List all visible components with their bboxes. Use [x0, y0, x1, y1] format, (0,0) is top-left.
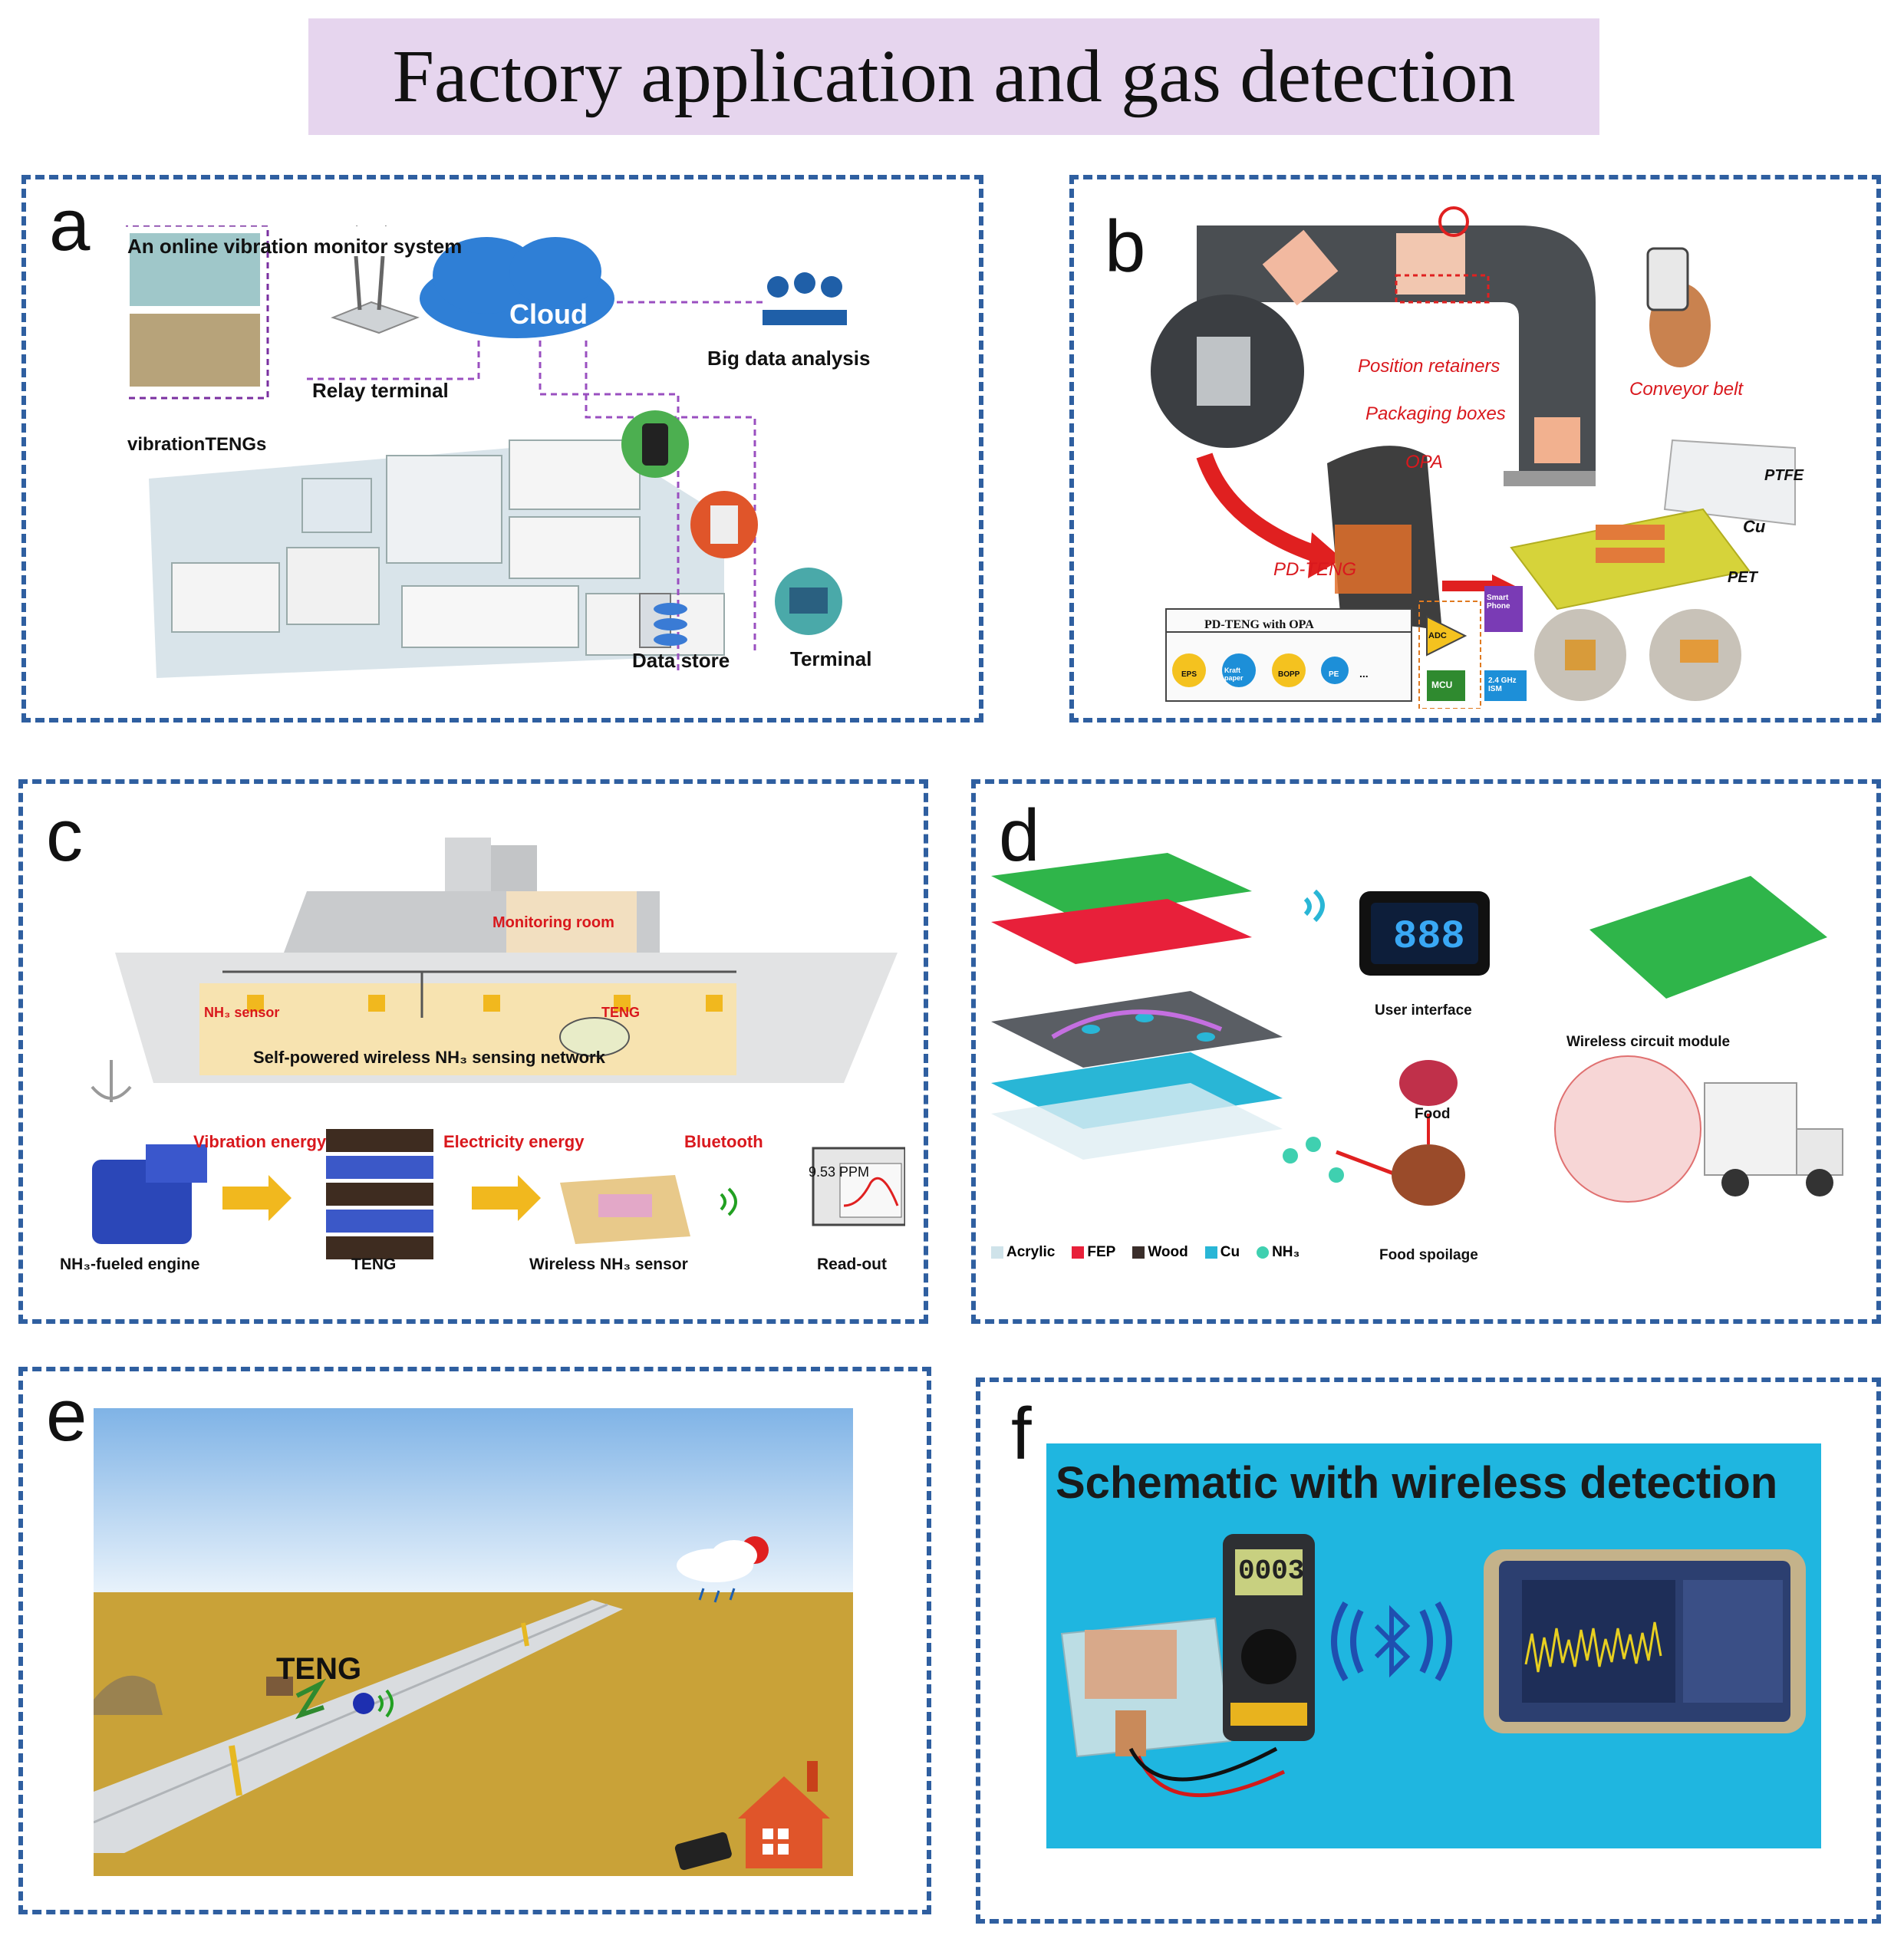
sun-cloud-icon — [677, 1536, 769, 1603]
circuit-title: PD-TENG with OPA — [1204, 618, 1314, 631]
panel-d: d 888 User interface — [971, 779, 1881, 1324]
panel-f: f Schematic with wireless detection — [976, 1378, 1881, 1924]
panel-b-letter: b — [1105, 206, 1146, 288]
wireless-module-label: Wireless circuit module — [1566, 1034, 1731, 1050]
teng-label-c: TENG — [351, 1256, 397, 1273]
opa-label: OPA — [1405, 452, 1443, 472]
phone-icon — [674, 1832, 732, 1871]
ppm-readout: 9.53 PPM — [809, 1164, 870, 1180]
panel-c-letter: c — [46, 795, 83, 877]
food-spoilage-label: Food spoilage — [1379, 1247, 1478, 1263]
panel-f-heading: Schematic with wireless detection — [1056, 1458, 1778, 1508]
cloud-label: Cloud — [509, 298, 588, 330]
arrow-icon — [222, 1175, 292, 1221]
packaging-boxes-label: Packaging boxes — [1365, 403, 1506, 424]
panel-e: e — [18, 1367, 931, 1914]
material-pe: PE — [1329, 670, 1339, 679]
terminal-label: Terminal — [790, 647, 872, 670]
material-eps: EPS — [1181, 670, 1197, 679]
wifi-icon — [1303, 889, 1325, 923]
ship-illustration — [91, 838, 905, 1259]
conveyor-belt-label: Conveyor belt — [1629, 379, 1744, 400]
photo-frame: Schematic with wireless detection — [1046, 1443, 1821, 1848]
material-kraft: Kraft paper — [1224, 667, 1244, 682]
nh3-sensor-label: NH₃ sensor — [204, 1005, 280, 1020]
page-title: Factory application and gas detection — [392, 35, 1516, 118]
system-title: An online vibration monitor system — [127, 235, 463, 258]
legend: Acrylic FEP Wood Cu NH₃ — [991, 1244, 1300, 1261]
position-retainers-label: Position retainers — [1358, 356, 1500, 377]
material-bopp: BOPP — [1278, 670, 1300, 679]
panel-a: a — [21, 175, 983, 722]
meter-reading: 0003 — [1238, 1555, 1305, 1587]
teng-tag-label: TENG — [601, 1005, 641, 1020]
ptfe-label: PTFE — [1764, 467, 1804, 484]
pipeline-illustration — [94, 1408, 853, 1876]
legend-item: Wood — [1132, 1244, 1188, 1261]
pet-label: PET — [1728, 569, 1757, 586]
readout-label: Read-out — [817, 1256, 887, 1273]
title-banner: Factory application and gas detection — [308, 18, 1599, 135]
bluetooth-label: Bluetooth — [684, 1132, 763, 1151]
food-sensor-illustration — [991, 853, 1843, 1206]
cloud-icon — [415, 237, 619, 343]
mcu-label: MCU — [1431, 680, 1453, 690]
conveyor-illustration — [1151, 206, 1796, 709]
anchor-icon — [91, 1060, 132, 1102]
legend-item: FEP — [1072, 1244, 1115, 1261]
vibration-energy-label: Vibration energy — [193, 1132, 327, 1151]
big-data-label: Big data analysis — [707, 347, 871, 370]
panel-f-letter: f — [1011, 1393, 1032, 1475]
material-more: ... — [1359, 667, 1369, 680]
network-label: Self-powered wireless NH₃ sensing networ… — [253, 1048, 605, 1067]
user-interface-label: User interface — [1375, 1002, 1472, 1019]
wireless-detection-photo — [1060, 1534, 1806, 1798]
house-icon — [738, 1761, 830, 1868]
wireless-sensor-label: Wireless NH₃ sensor — [529, 1256, 688, 1273]
relay-label: Relay terminal — [312, 379, 449, 402]
engine-label: NH₃-fueled engine — [60, 1256, 200, 1273]
monitoring-room-label: Monitoring room — [492, 914, 614, 931]
cu-label: Cu — [1743, 517, 1766, 536]
panel-c: c — [18, 779, 928, 1324]
adc-label: ADC — [1428, 631, 1447, 640]
display-digits: 888 — [1393, 914, 1465, 959]
legend-item: NH₃ — [1257, 1244, 1300, 1261]
panel-a-letter: a — [49, 184, 91, 266]
bluetooth-icon — [1331, 1601, 1452, 1682]
electricity-energy-label: Electricity energy — [443, 1132, 585, 1151]
legend-item: Acrylic — [991, 1244, 1055, 1261]
database-icon — [639, 593, 687, 648]
wifi-icon — [720, 1187, 737, 1216]
ism-label: 2.4 GHz ISM — [1488, 676, 1517, 693]
panel-e-letter: e — [46, 1374, 87, 1456]
panel-b: b — [1069, 175, 1881, 722]
data-store-label: Data store — [632, 649, 730, 672]
panel-d-letter: d — [999, 795, 1040, 877]
teng-label-e: TENG — [276, 1652, 362, 1686]
food-label: Food — [1415, 1106, 1451, 1122]
legend-item: Cu — [1204, 1244, 1240, 1261]
factory-illustration — [126, 225, 847, 678]
teng-label: vibrationTENGs — [127, 434, 267, 455]
smart-phone-label: Smart Phone — [1487, 594, 1510, 611]
pd-teng-label: PD-TENG — [1273, 559, 1356, 580]
